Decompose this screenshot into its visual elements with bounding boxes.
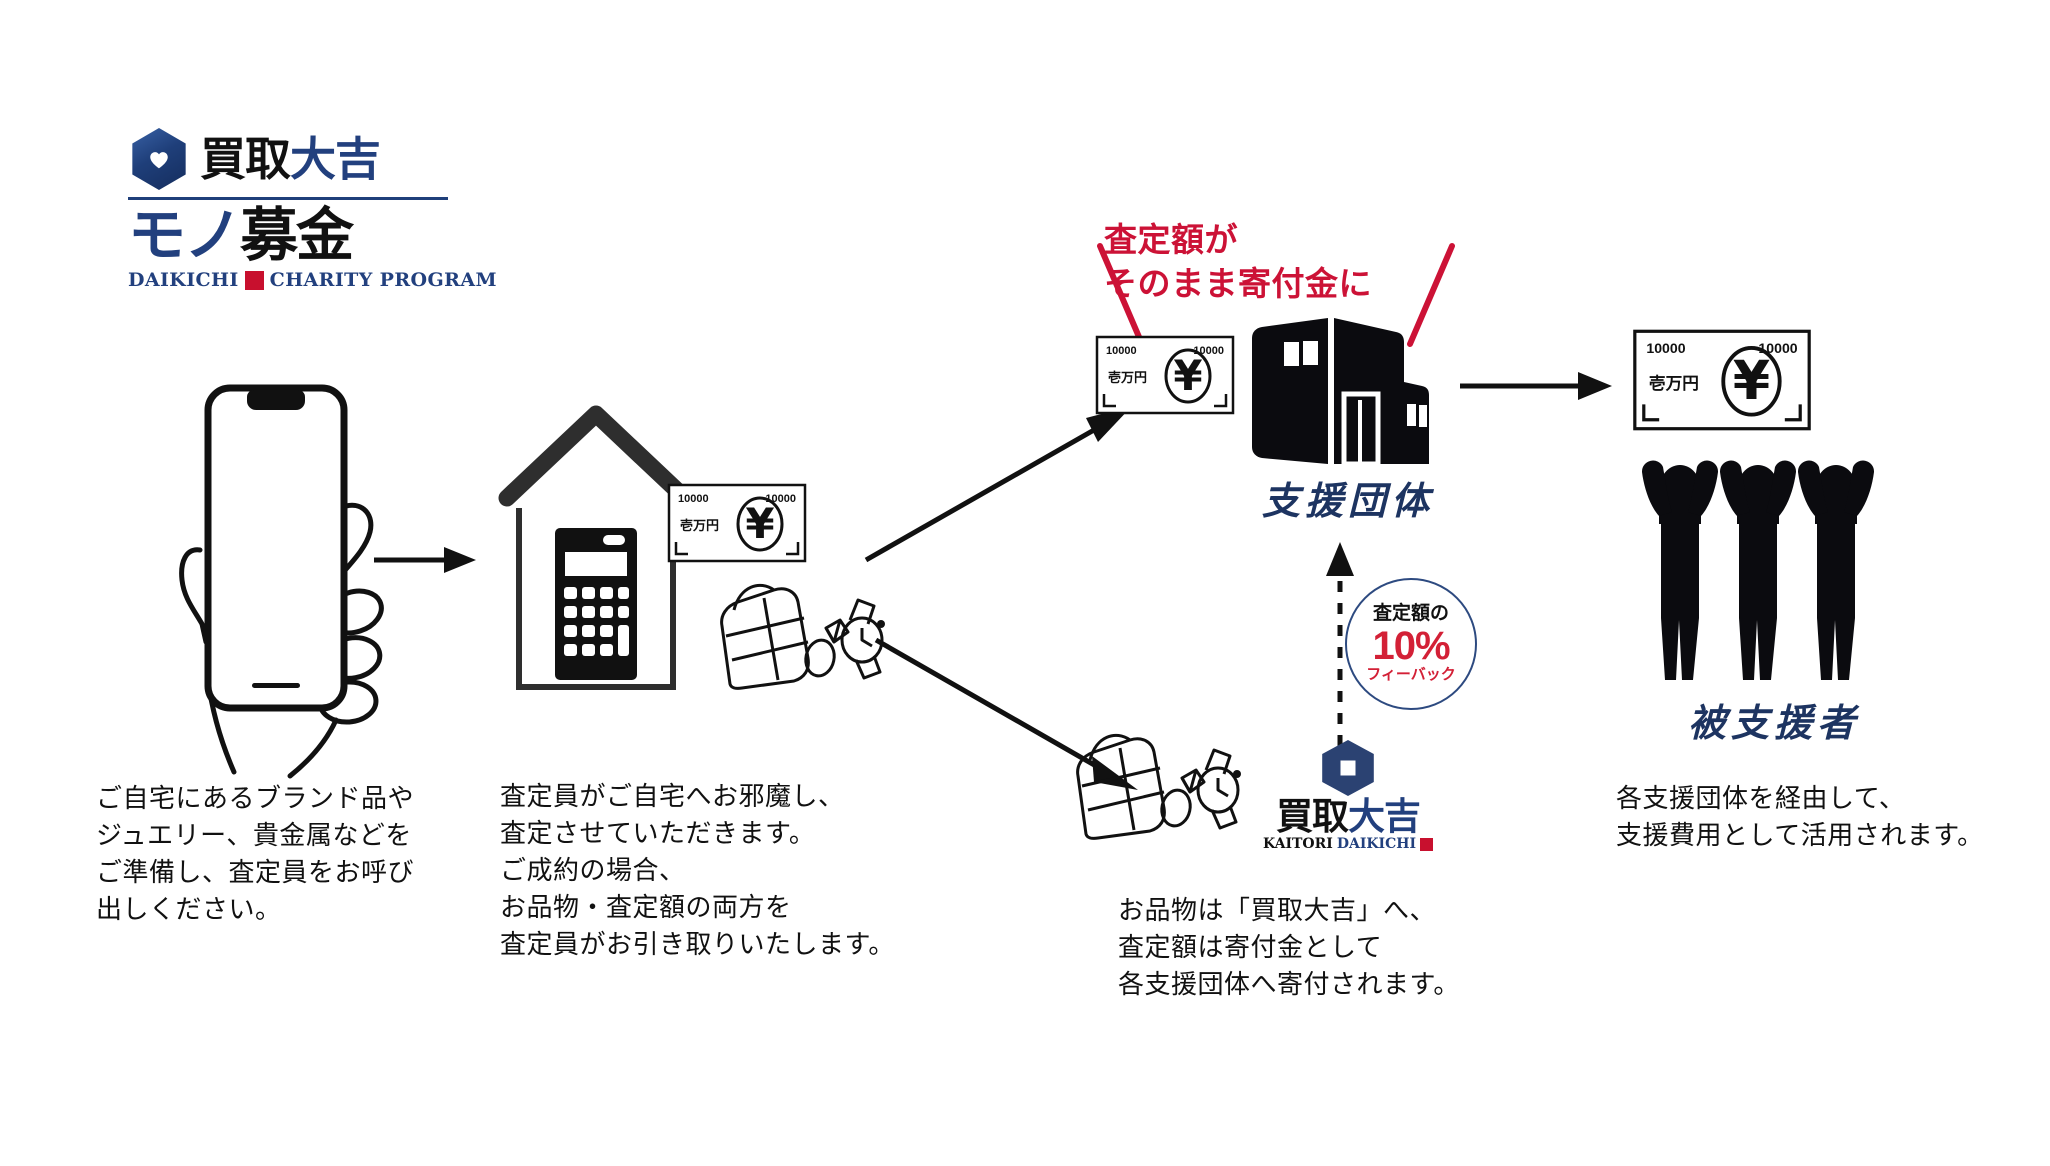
- arrow-right-icon-2: [1460, 372, 1612, 400]
- logo-subtitle: DAIKICHI CHARITY PROGRAM: [128, 269, 497, 292]
- handbag-watch-ring-icon-donation: [1076, 734, 1241, 840]
- calculator-icon: [555, 528, 637, 680]
- headline-text: 査定額が そのまま寄付金に: [1104, 221, 1372, 303]
- logo-divider: [128, 197, 448, 200]
- arrow-up-right-icon: [864, 406, 1132, 563]
- banknote-corner-left: 10000: [678, 493, 709, 505]
- banknote-yen-symbol: ¥: [745, 499, 774, 548]
- handbag-watch-ring-icon-house: [720, 584, 885, 690]
- banknote-corner-left: 10000: [1646, 340, 1685, 356]
- banknote-yen-symbol: ¥: [1173, 351, 1202, 400]
- three-cheering-people-icon: [1641, 460, 1875, 680]
- caption-step-phone: ご自宅にあるブランド品や ジュエリー、貴金属などを ご準備し、査定員をお呼び 出…: [96, 783, 415, 924]
- headline-left-slash-icon: [1097, 243, 1145, 347]
- banknote-icon-house: 10000 10000 壱万円 ¥: [667, 483, 807, 563]
- banknote-denomination: 壱万円: [1649, 373, 1699, 393]
- hand-holding-smartphone-icon: [179, 384, 384, 779]
- feedback-badge-percent: 10%: [1372, 624, 1450, 669]
- feedback-badge-line3: フィーバック: [1366, 666, 1456, 684]
- house-with-calculator-icon: [498, 405, 694, 690]
- banknote-corner-left: 10000: [1106, 345, 1137, 357]
- support-organization-label: 支援団体: [1262, 478, 1435, 523]
- caption-step-home-appraisal: 査定員がご自宅へお邪魔し、 査定させていただきます。 ご成約の場合、 お品物・査…: [500, 781, 895, 959]
- banknote-icon-donation: 10000 10000 壱万円 ¥: [1095, 335, 1235, 415]
- feedback-badge: 査定額の 10% フィーバック: [1345, 578, 1477, 710]
- arrow-right-icon-1: [374, 547, 476, 573]
- support-organization-building-icon: [1252, 318, 1429, 467]
- logo-subtitle-left: DAIKICHI: [128, 269, 239, 292]
- mini-logo-romaji-kaitori: KAITORI: [1263, 836, 1333, 852]
- headline-right-slash-icon: [1407, 243, 1455, 347]
- red-seal-icon: [1420, 837, 1433, 851]
- feedback-badge-line1: 査定額の: [1372, 603, 1449, 625]
- banknote-denomination: 壱万円: [680, 518, 719, 534]
- banknote-denomination: 壱万円: [1108, 370, 1147, 386]
- recipients-label: 被支援者: [1688, 700, 1861, 745]
- mini-logo-kanji: 買取大吉: [1276, 794, 1421, 838]
- mini-logo-romaji: KAITORI DAIKICHI: [1258, 836, 1438, 852]
- caption-step-recipients: 各支援団体を経由して、 支援費用として活用されます。: [1616, 783, 1984, 850]
- caption-step-donation: お品物は「買取大吉」へ、 査定額は寄付金として 各支援団体へ寄付されます。: [1118, 895, 1460, 999]
- heart-icon: [150, 152, 168, 169]
- mini-brand-logo: 買取大吉 KAITORI DAIKICHI: [1258, 740, 1438, 852]
- red-seal-icon: [244, 270, 264, 290]
- feedback-dotted-arrow-icon: [1326, 542, 1354, 768]
- logo-top-row: 買取大吉: [128, 128, 448, 190]
- hexagon-heart-icon: [128, 128, 190, 190]
- banknote-icon-recipients: 10000 10000 壱万円 ¥: [1633, 329, 1811, 431]
- logo-subtitle-right: CHARITY PROGRAM: [269, 269, 497, 292]
- banknote-yen-symbol: ¥: [1733, 349, 1770, 412]
- logo-program-kanji: モノ募金: [128, 201, 354, 269]
- brand-logo: 買取大吉 モノ募金 DAIKICHI CHARITY PROGRAM: [128, 128, 497, 292]
- mini-logo-romaji-daikichi: DAIKICHI: [1336, 836, 1416, 852]
- hexagon-icon: [1318, 740, 1378, 796]
- logo-brand-kanji: 買取大吉: [200, 132, 381, 186]
